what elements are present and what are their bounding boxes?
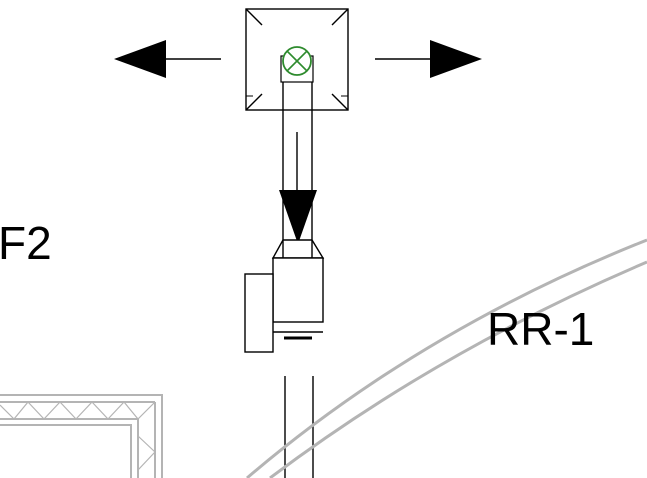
arrow-down-icon bbox=[279, 190, 317, 244]
vertical-duct[interactable] bbox=[282, 82, 313, 240]
arrow-right-icon bbox=[375, 40, 482, 78]
lower-pipe[interactable] bbox=[284, 376, 314, 478]
hatched-wall bbox=[0, 394, 163, 478]
arrow-left-icon bbox=[114, 40, 221, 78]
crossed-circle-icon[interactable] bbox=[280, 46, 314, 83]
transition-fitting[interactable] bbox=[271, 239, 325, 259]
diffuser-box[interactable] bbox=[245, 8, 349, 111]
curved-wall bbox=[246, 238, 647, 478]
equipment-unit[interactable] bbox=[244, 257, 324, 353]
room-tag-rr1: RR-1 bbox=[487, 303, 594, 355]
room-tag-f2: F2 bbox=[0, 217, 52, 269]
